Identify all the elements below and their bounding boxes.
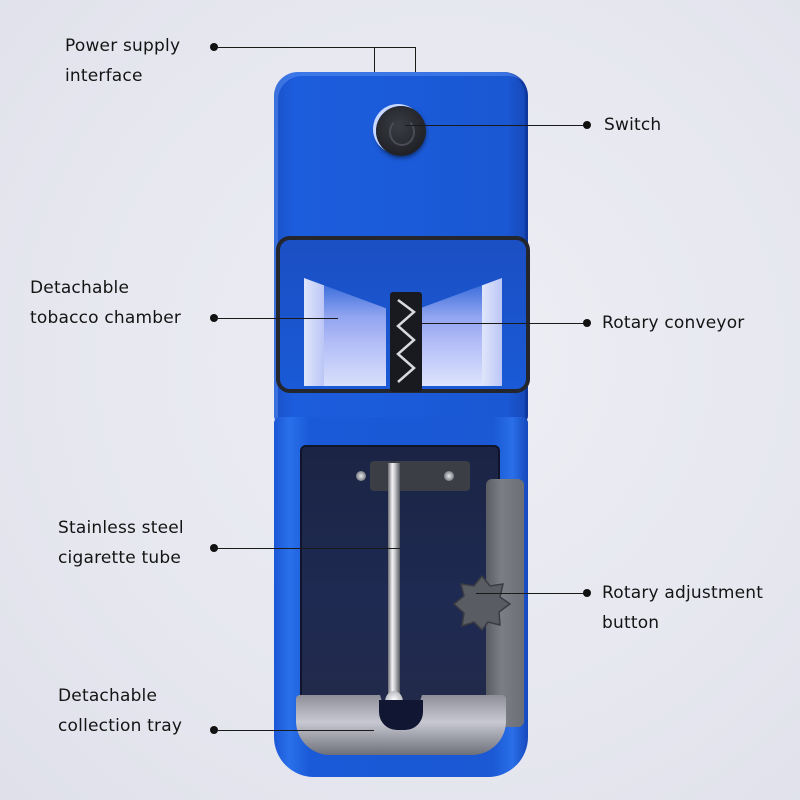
power-icon [389, 118, 415, 146]
label-cigarette-tube: Stainless steel cigarette tube [58, 513, 184, 573]
callout-dot [583, 121, 591, 129]
label-line: Rotary conveyor [602, 313, 745, 333]
callout-dot [583, 319, 591, 327]
cigarette-tube [388, 463, 400, 708]
rotary-adjustment-knob[interactable] [452, 572, 512, 632]
rolling-machine [274, 72, 530, 777]
label-line: tobacco chamber [30, 308, 182, 328]
label-collection-tray: Detachable collection tray [58, 681, 182, 741]
callout-dot [583, 589, 591, 597]
label-tobacco-chamber: Detachable tobacco chamber [30, 273, 181, 333]
label-rotary-conveyor: Rotary conveyor [602, 308, 744, 338]
label-line: Stainless steel [58, 518, 184, 538]
callout-line [214, 730, 374, 732]
label-line: Detachable [58, 686, 158, 706]
label-line: Detachable [30, 278, 130, 298]
tube-bracket [370, 461, 470, 491]
chamber-window-left [304, 278, 386, 386]
chamber-window-right [420, 278, 502, 386]
callout-line [476, 593, 587, 595]
tray-notch [379, 700, 423, 730]
tobacco-chamber[interactable] [276, 236, 530, 393]
callout-line [214, 548, 400, 550]
power-switch[interactable] [376, 106, 426, 156]
label-line: button [602, 613, 660, 633]
screw [444, 471, 454, 481]
label-power-supply: Power supply interface [65, 31, 180, 91]
label-rotary-adjustment: Rotary adjustment button [602, 578, 763, 638]
rotary-conveyor-spring [390, 292, 422, 392]
screw [356, 471, 366, 481]
label-line: Switch [604, 115, 662, 135]
label-switch: Switch [604, 110, 661, 140]
callout-line [405, 125, 587, 127]
label-line: cigarette tube [58, 548, 182, 568]
callout-line [214, 318, 338, 320]
callout-line [374, 47, 376, 72]
machine-lower-body [274, 417, 528, 777]
label-line: Rotary adjustment [602, 583, 764, 603]
label-line: Power supply [65, 36, 181, 56]
callout-line [214, 47, 416, 49]
callout-line [412, 323, 587, 325]
label-line: collection tray [58, 716, 183, 736]
label-line: interface [65, 66, 143, 86]
callout-line [415, 47, 417, 72]
